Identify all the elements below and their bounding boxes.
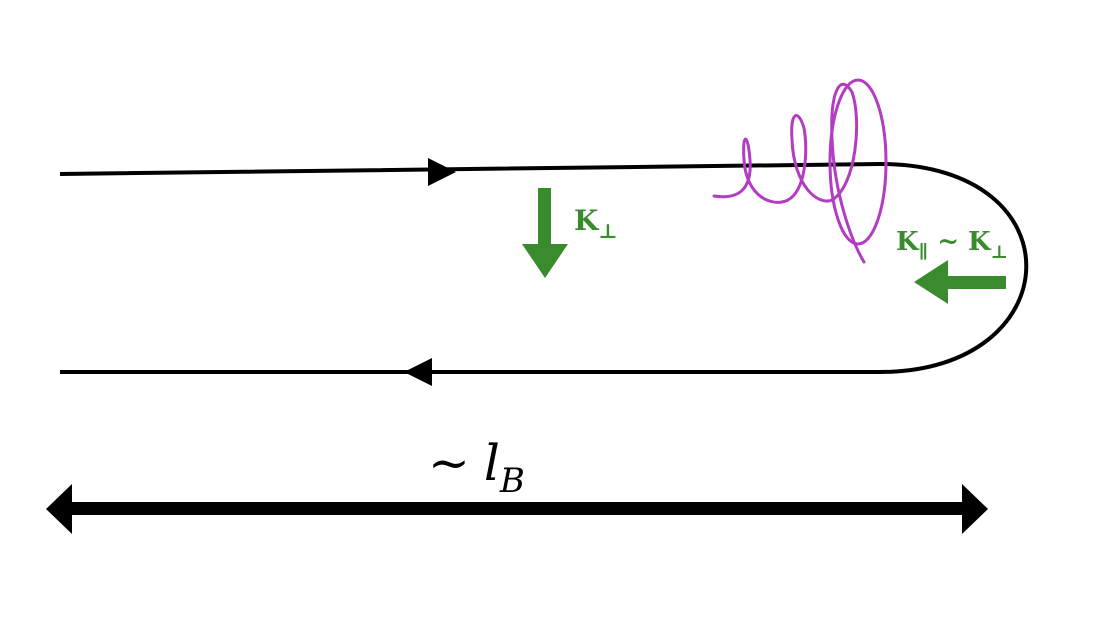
particle-helix-path [712, 82, 866, 264]
length-scale-double-arrow [46, 484, 988, 534]
field-direction-arrowhead-right [428, 158, 456, 186]
k-parallel-relation-label: K∥ ~ K⊥ [896, 227, 1008, 263]
particle-helix-loop-large [828, 78, 888, 246]
k-perp-label: K⊥ [574, 204, 618, 243]
field-direction-arrowhead-left [404, 358, 432, 386]
k-parallel-arrow [914, 260, 1006, 304]
k-perp-arrow [522, 188, 568, 278]
length-scale-label: ~lB [428, 434, 525, 501]
field-line-loop [59, 161, 1029, 374]
